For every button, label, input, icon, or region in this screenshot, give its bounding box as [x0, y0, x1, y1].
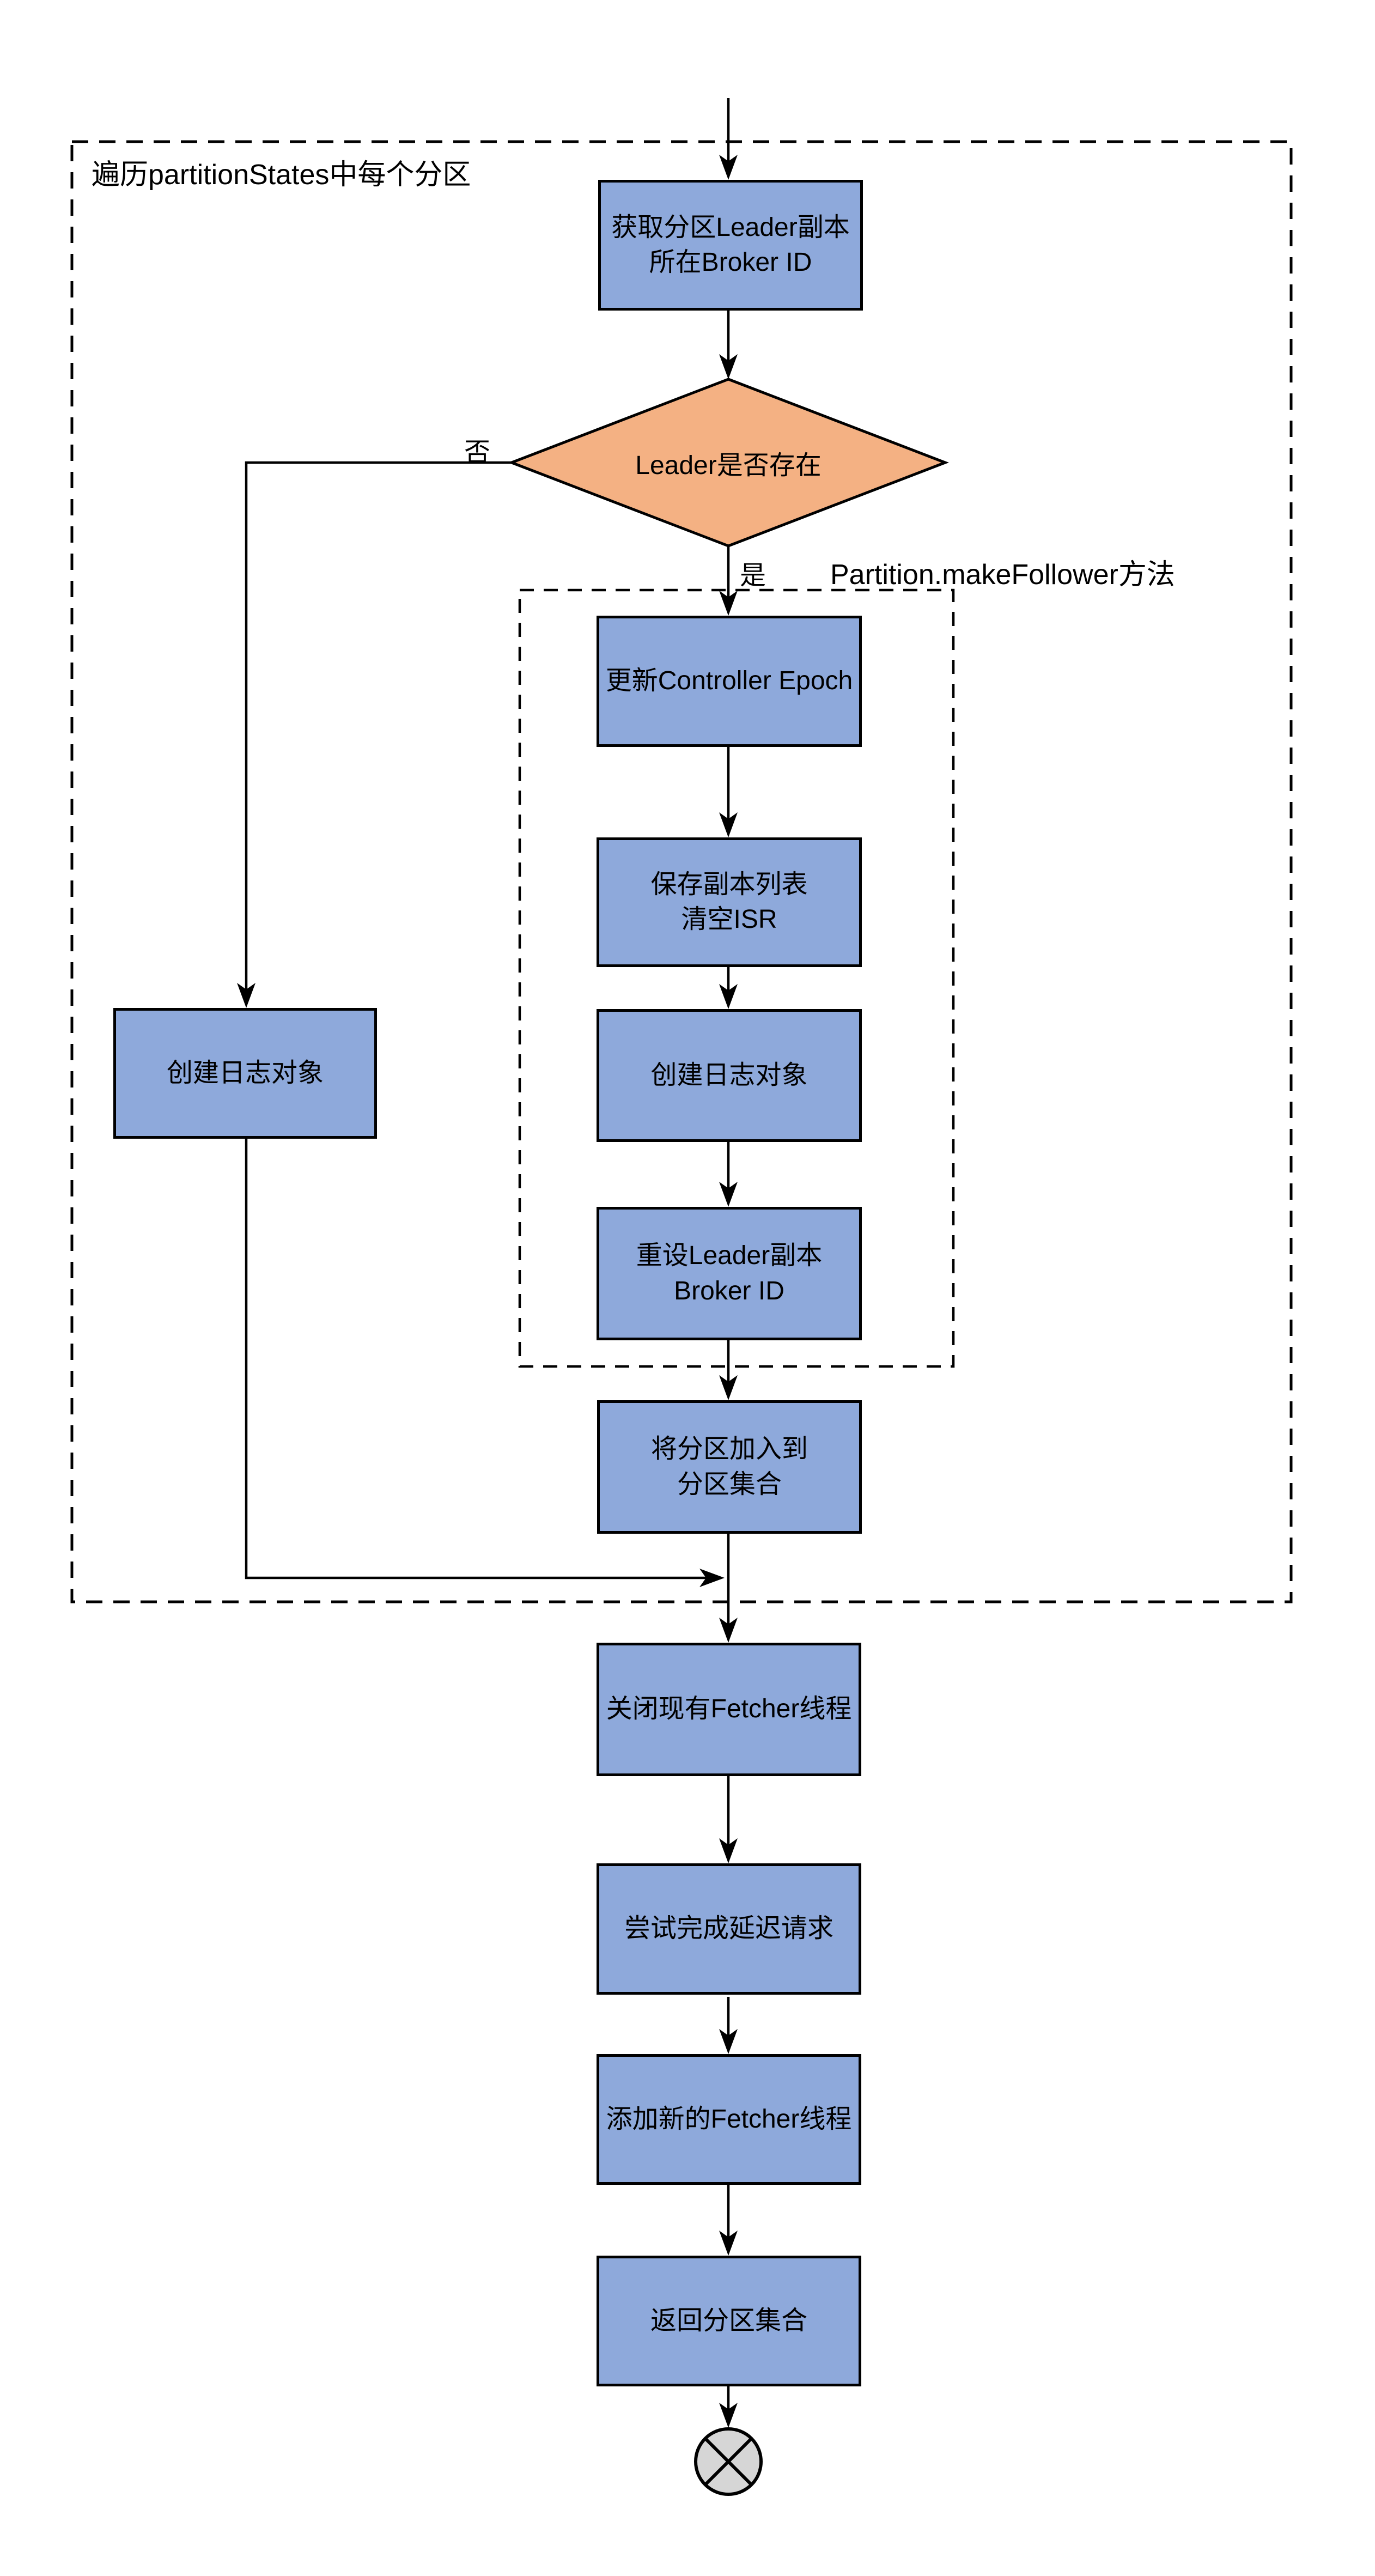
node-text-line: Leader是否存在	[635, 451, 822, 480]
node-text-line: 更新Controller Epoch	[605, 666, 853, 696]
arrowhead-icon	[719, 354, 738, 379]
node-save-replica-clear-isr: 保存副本列表 清空ISR	[597, 837, 862, 967]
node-update-controller-epoch: 更新Controller Epoch	[597, 616, 862, 747]
node-text-line: 保存副本列表	[650, 870, 808, 899]
node-text-line: 清空ISR	[681, 905, 777, 934]
node-text-line: 重设Leader副本	[636, 1241, 823, 1271]
arrowhead-icon	[719, 1182, 738, 1207]
node-close-fetchers: 关闭现有Fetcher线程	[597, 1643, 861, 1776]
arrowhead-icon	[719, 155, 738, 180]
arrowhead-icon	[719, 812, 738, 837]
end-terminal-icon	[694, 2427, 763, 2496]
node-reset-leader-broker: 重设Leader副本 Broker ID	[597, 1207, 862, 1340]
arrowhead-icon	[237, 983, 255, 1008]
node-text-line: 获取分区Leader副本	[611, 212, 850, 242]
make-follower-group-label: Partition.makeFollower方法	[830, 559, 1175, 591]
edge-label-yes: 是	[740, 561, 766, 590]
node-text-line: 创建日志对象	[166, 1058, 324, 1087]
node-text-line: Broker ID	[674, 1276, 784, 1305]
make-follower-group-border	[518, 588, 955, 1368]
node-text-line: 将分区加入到	[650, 1435, 808, 1464]
node-text-line: 分区集合	[677, 1469, 782, 1499]
node-create-log-follower: 创建日志对象	[597, 1009, 862, 1142]
node-complete-delayed-requests: 尝试完成延迟请求	[597, 1863, 861, 1995]
outer-loop-group-border	[70, 140, 1293, 1603]
node-text-line: 尝试完成延迟请求	[624, 1914, 833, 1943]
outer-loop-group-label: 遍历partitionStates中每个分区	[92, 159, 471, 191]
arrowhead-icon	[719, 591, 738, 616]
arrowhead-icon	[719, 1618, 738, 1643]
node-create-log-no-leader: 创建日志对象	[113, 1008, 377, 1139]
arrowhead-icon	[719, 1375, 738, 1400]
node-add-fetchers: 添加新的Fetcher线程	[597, 2054, 861, 2185]
edge-label-no: 否	[464, 438, 491, 467]
node-text-line: 创建日志对象	[650, 1060, 808, 1090]
arrowhead-icon	[719, 2029, 738, 2054]
connector-lines	[245, 98, 730, 2409]
node-add-partition-to-set: 将分区加入到 分区集合	[597, 1400, 862, 1534]
node-get-leader-broker: 获取分区Leader副本 所在Broker ID	[598, 180, 863, 311]
node-text-line: 返回分区集合	[650, 2306, 807, 2335]
node-return-partition-set: 返回分区集合	[597, 2256, 861, 2386]
node-text-line: 所在Broker ID	[649, 248, 812, 277]
node-text-line: 关闭现有Fetcher线程	[606, 1694, 852, 1724]
node-text-line: 添加新的Fetcher线程	[606, 2104, 852, 2134]
edge-decision-no-branch	[245, 461, 515, 989]
arrowhead-icon	[719, 1838, 738, 1863]
node-leader-exists-label: Leader是否存在	[512, 379, 945, 546]
arrowheads	[237, 155, 738, 2428]
edge-noleader-merge	[245, 1139, 706, 1579]
end-terminal-cross	[704, 2437, 753, 2486]
arrowhead-icon	[699, 1569, 725, 1587]
arrowhead-icon	[719, 2403, 738, 2428]
decision-diamond	[508, 378, 949, 548]
arrowhead-icon	[719, 984, 738, 1009]
arrowhead-icon	[719, 2231, 738, 2256]
